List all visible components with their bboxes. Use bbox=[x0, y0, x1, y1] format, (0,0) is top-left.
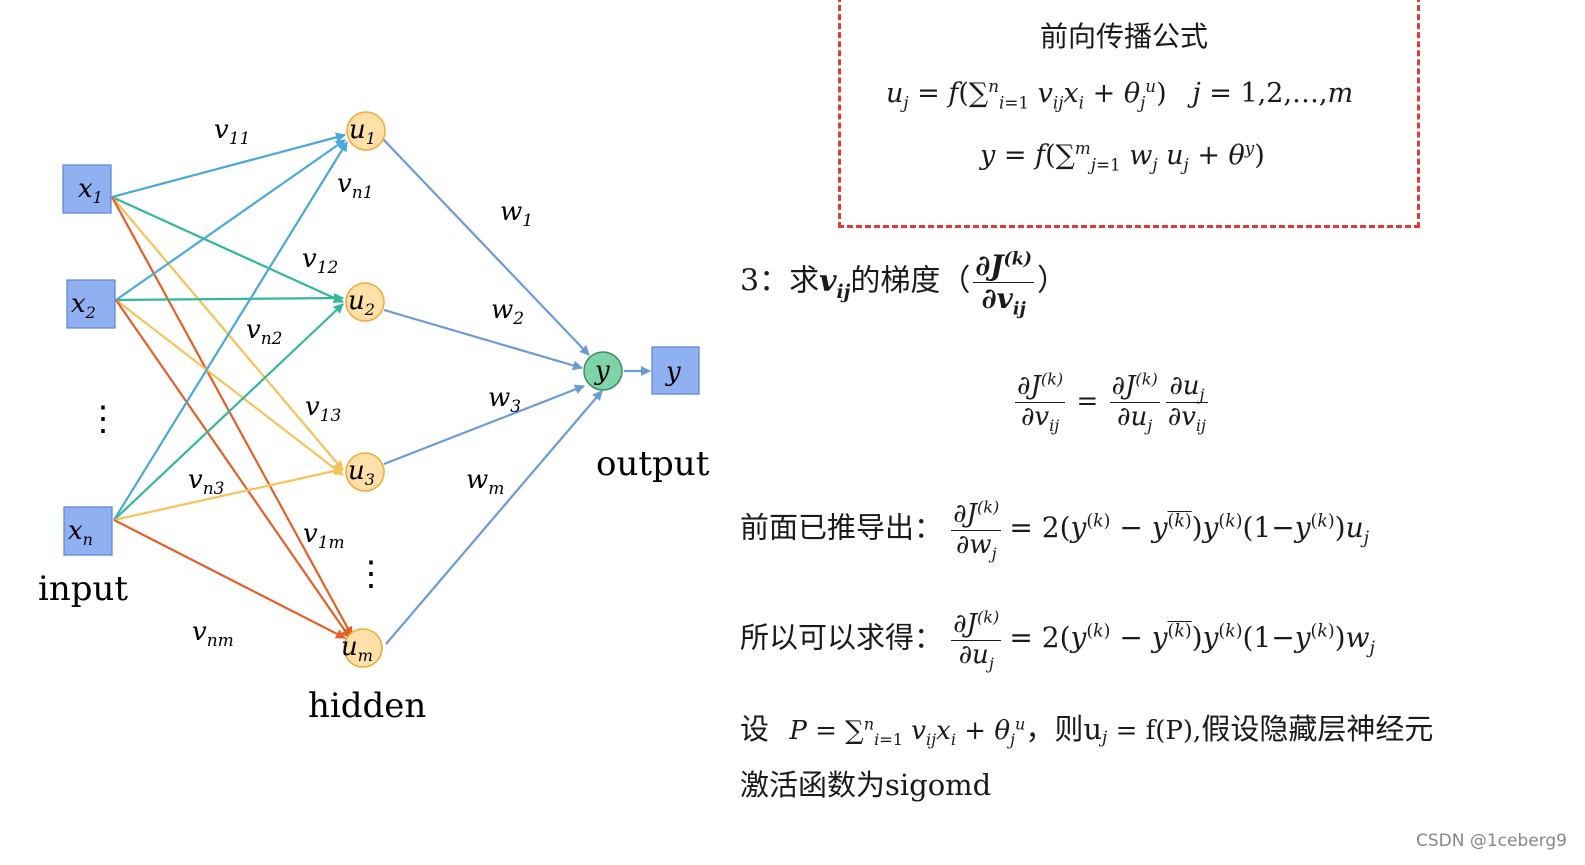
edges-from-x1 bbox=[111, 132, 353, 637]
step3-var: v bbox=[819, 263, 837, 299]
forward-propagation-box bbox=[838, 0, 1420, 228]
edge-label-v11: v11 bbox=[214, 115, 250, 149]
edge-label-vn1: vn1 bbox=[337, 169, 373, 203]
input-layer: x1 x2 xn ⋮ input bbox=[38, 164, 128, 609]
edge-label-wm: wm bbox=[466, 465, 504, 499]
hidden-node-u1 bbox=[346, 111, 386, 151]
input-dots: ⋮ bbox=[86, 399, 120, 439]
derivation-line-1: 前面已推导出： ∂J(k)∂wj = 2(y(k) − y(k))y(k)(1−… bbox=[740, 497, 1369, 564]
edge-label-vnm: vnm bbox=[192, 617, 234, 651]
step3-var-sub: ij bbox=[836, 281, 851, 303]
edge-x1-u1 bbox=[111, 132, 346, 199]
derivation-line-4: 激活函数为sigomd bbox=[740, 768, 992, 802]
edge-x1-um bbox=[111, 196, 353, 637]
step3-fraction: ∂J(k)∂vij bbox=[973, 249, 1035, 320]
edge-x2-u3 bbox=[115, 299, 344, 476]
edge-x1-u2 bbox=[111, 195, 344, 304]
edge-um-y bbox=[385, 390, 603, 645]
line2-label: 所以可以求得： bbox=[740, 620, 944, 655]
line3-prefix: 设 bbox=[740, 712, 770, 746]
u2-label: u2 bbox=[348, 286, 375, 319]
chain-rule-equation: ∂J(k)∂vij = ∂J(k)∂uj∂uj∂vij bbox=[1015, 369, 1209, 436]
edge-label-v1m: v1m bbox=[303, 519, 345, 553]
output-layer-label: output bbox=[596, 444, 710, 484]
line3-mid2: = f(P), bbox=[1107, 716, 1202, 746]
x1-label: x1 bbox=[78, 174, 103, 207]
line1-end-sub: j bbox=[1363, 528, 1369, 549]
hidden-node-u3 bbox=[345, 452, 385, 492]
hidden-node-u2 bbox=[345, 282, 385, 322]
neural-network-diagram: x1 x2 xn ⋮ input u1 u2 u3 um ⋮ hidden y … bbox=[38, 111, 710, 726]
watermark: CSDN @1ceberg9 bbox=[1415, 831, 1567, 851]
derivation-line-2: 所以可以求得： ∂J(k)∂uj = 2(y(k) − y(k))y(k)(1−… bbox=[740, 607, 1375, 674]
um-label: um bbox=[341, 632, 373, 665]
edge-label-vn2: vn2 bbox=[246, 315, 282, 349]
edge-u3-y bbox=[383, 384, 585, 466]
xn-label: xn bbox=[68, 516, 93, 549]
hidden-layer-label: hidden bbox=[308, 686, 426, 726]
step3-heading: 3：求vij的梯度（∂J(k)∂vij） bbox=[740, 249, 1068, 320]
edges-hidden-output bbox=[381, 137, 651, 645]
edge-xn-u3 bbox=[113, 466, 344, 522]
edge-label-w3: w3 bbox=[488, 383, 521, 417]
u1-label: u1 bbox=[349, 115, 376, 148]
output-box bbox=[651, 346, 700, 395]
line3-suffix: 假设隐藏层神经元 bbox=[1201, 712, 1434, 746]
edge-x2-um bbox=[115, 299, 351, 639]
forward-eq-output: y = f(∑mj=1 wj uj + θy) bbox=[980, 138, 1265, 175]
edge-x2-u1 bbox=[115, 139, 346, 301]
output-node-y bbox=[583, 351, 623, 391]
input-layer-label: input bbox=[38, 569, 128, 609]
input-node-xn bbox=[63, 506, 113, 556]
u3-label: u3 bbox=[348, 456, 375, 489]
x2-label: x2 bbox=[71, 289, 96, 322]
output-node-label: y bbox=[594, 356, 610, 386]
output-layer: y y output bbox=[583, 346, 710, 484]
hidden-node-um bbox=[343, 628, 383, 668]
line2-end-sub: j bbox=[1369, 638, 1375, 659]
formula-box-title: 前向传播公式 bbox=[1040, 20, 1209, 53]
edge-xn-um bbox=[113, 519, 346, 639]
step3-close: ） bbox=[1037, 263, 1068, 299]
line1-label: 前面已推导出： bbox=[740, 510, 944, 545]
edge-x2-u2 bbox=[115, 293, 344, 304]
line3-mid: ，则u bbox=[1025, 712, 1103, 746]
edge-labels-w: w1 w2 w3 wm bbox=[466, 197, 533, 499]
input-node-x2 bbox=[66, 279, 116, 329]
edge-xn-u1 bbox=[113, 141, 348, 521]
edges-from-xn bbox=[113, 141, 348, 639]
hidden-layer: u1 u2 u3 um ⋮ hidden bbox=[308, 111, 426, 726]
forward-eq-hidden: uj = f(∑ni=1 vijxi + θju) j = 1,2,…,m bbox=[886, 76, 1354, 113]
hidden-dots: ⋮ bbox=[354, 554, 388, 594]
edge-label-v12: v12 bbox=[302, 244, 338, 278]
edge-u1-y bbox=[381, 137, 590, 356]
edge-label-w2: w2 bbox=[491, 295, 524, 329]
step3-prefix: 3：求 bbox=[740, 263, 820, 299]
derivation-line-3: 设 P = ∑ni=1 vijxi + θju，则uj = f(P),假设隐藏层… bbox=[740, 712, 1434, 750]
input-node-x1 bbox=[62, 164, 112, 214]
output-box-label: y bbox=[665, 357, 681, 387]
step3-suffix: 的梯度（ bbox=[850, 263, 971, 299]
edge-label-v13: v13 bbox=[305, 392, 341, 426]
edge-label-vn3: vn3 bbox=[188, 465, 224, 499]
edge-u2-y bbox=[383, 308, 583, 371]
edge-label-w1: w1 bbox=[500, 197, 533, 231]
edge-xn-u2 bbox=[113, 303, 344, 521]
edge-x1-u3 bbox=[111, 196, 344, 471]
edge-labels-v: v11 vn1 v12 vn2 v13 vn3 v1m vnm bbox=[188, 115, 373, 651]
edges-from-x2 bbox=[115, 139, 351, 639]
